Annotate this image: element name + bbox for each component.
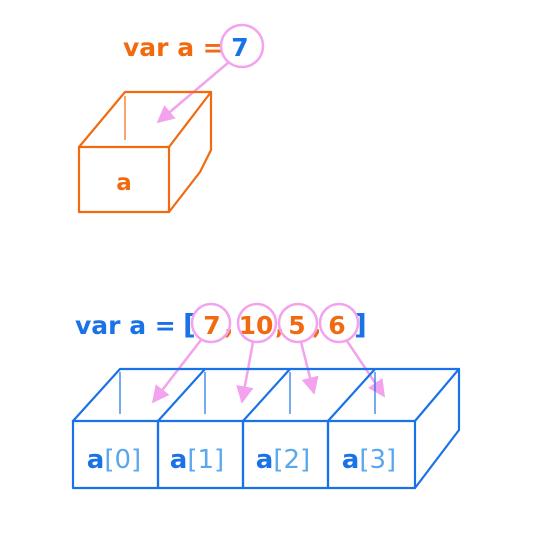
array-cell-2-label: a[2] [256, 445, 310, 475]
array-cell-0-index: [0] [104, 445, 141, 475]
array-cell-0-name: a [87, 445, 105, 475]
single-box-top [77, 90, 213, 149]
array-assign-arrow-0 [151, 339, 202, 404]
array-cell-1-label: a[1] [170, 445, 224, 475]
array-assign-arrow-1 [236, 341, 255, 404]
array-value-1: 10 [239, 311, 274, 340]
single-variable-box [77, 90, 213, 214]
array-box-side [413, 367, 461, 490]
array-cell-3-front [326, 419, 417, 490]
array-cell-1-name: a [170, 445, 188, 475]
single-code-prefix: var a = [123, 33, 232, 62]
array-code-prefix: var a = [75, 311, 184, 340]
array-value-0-highlight [190, 302, 232, 344]
array-top-back-edge [71, 367, 461, 423]
array-cell-1-index: [1] [187, 445, 224, 475]
array-section: var a = [ 7 , 10 , 5 , 6 ] [71, 302, 461, 490]
single-value: 7 [231, 33, 248, 62]
single-variable-section: var a = 7 a [77, 23, 265, 214]
array-cell-0-label: a[0] [87, 445, 141, 475]
array-top-divider-1 [157, 368, 206, 422]
array-value-3-highlight [318, 302, 360, 344]
array-value-2-highlight [277, 302, 319, 344]
single-box-front [77, 145, 171, 214]
array-value-2: 5 [288, 311, 305, 340]
array-cell-3-label: a[3] [342, 445, 396, 475]
array-value-3: 6 [328, 311, 345, 340]
array-top-divider-3 [327, 368, 376, 422]
single-box-label: a [116, 170, 132, 196]
array-cell-3-name: a [342, 445, 360, 475]
single-box-side [167, 90, 213, 214]
array-cell-2-index: [2] [273, 445, 310, 475]
array-top-divider-4 [414, 368, 460, 422]
array-assign-arrow-2 [299, 341, 319, 395]
array-boxes [71, 367, 461, 490]
array-cell-2-name: a [256, 445, 274, 475]
single-value-highlight [219, 23, 265, 69]
array-value-0: 7 [203, 311, 220, 340]
array-cell-3-index: [3] [359, 445, 396, 475]
array-value-1-highlight [236, 302, 278, 344]
array-top-divider-2 [242, 368, 291, 422]
